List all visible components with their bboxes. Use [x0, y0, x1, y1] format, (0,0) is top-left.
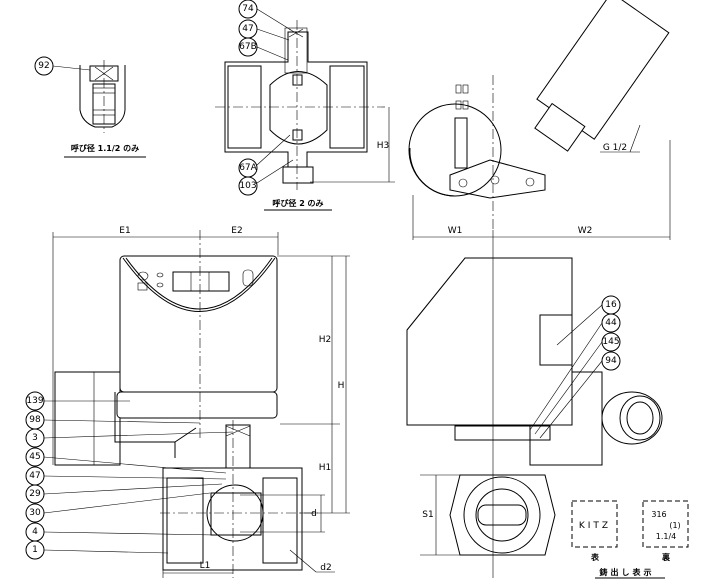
svg-text:103: 103 — [239, 181, 256, 191]
dimension-e1: E1 — [119, 226, 130, 236]
callout-44: 44 — [601, 313, 621, 333]
svg-text:1: 1 — [32, 545, 38, 555]
dimension-h3: H3 — [377, 141, 390, 151]
svg-text:3: 3 — [32, 433, 38, 443]
casting-front-text: KITZ — [579, 521, 611, 531]
svg-text:139: 139 — [26, 396, 43, 406]
casting-marks: KITZ 表 316 (1) 1.1/4 裏 鋳出し表示 — [571, 500, 689, 579]
detail-view-2: 74 47 67B 67A 103 H3 呼び径 2 のみ — [215, 0, 395, 211]
svg-text:92: 92 — [38, 61, 49, 71]
svg-text:29: 29 — [29, 489, 41, 499]
dimension-s1: S1 — [422, 510, 433, 520]
detail-caption: 呼び径 1.1/2 のみ — [71, 143, 139, 153]
svg-text:4: 4 — [32, 527, 38, 537]
svg-text:47: 47 — [242, 24, 253, 34]
callout-29: 29 — [25, 484, 45, 504]
casting-back-label: 裏 — [661, 552, 671, 562]
dimension-w1: W1 — [448, 226, 463, 236]
dimension-l1: L1 — [200, 561, 211, 571]
dimension-h: H — [338, 381, 345, 391]
top-view: W1 W2 G 1/2 — [408, 0, 671, 240]
svg-text:16: 16 — [605, 300, 617, 310]
callout-47: 47 — [25, 466, 45, 486]
casting-back-line-1: 316 — [651, 510, 666, 519]
callout-45: 45 — [25, 447, 45, 467]
svg-text:74: 74 — [242, 4, 254, 14]
callout-16: 16 — [601, 295, 621, 315]
thread-label-g-1-2: G 1/2 — [603, 143, 627, 153]
callout-92: 92 — [34, 56, 54, 76]
callout-30: 30 — [25, 503, 45, 523]
svg-text:47: 47 — [29, 471, 40, 481]
svg-text:30: 30 — [29, 508, 41, 518]
svg-text:45: 45 — [29, 452, 40, 462]
casting-front-label: 表 — [590, 552, 600, 562]
detail-caption: 呼び径 2 のみ — [272, 198, 323, 208]
svg-text:94: 94 — [605, 356, 617, 366]
callout-74: 74 — [238, 0, 258, 19]
callout-1: 1 — [25, 540, 45, 560]
side-view: S1 16 44 145 94 — [406, 230, 663, 578]
svg-text:44: 44 — [605, 318, 617, 328]
detail-view-1-1-2: 92 呼び径 1.1/2 のみ — [34, 56, 146, 158]
svg-text:67A: 67A — [239, 163, 257, 173]
callout-103: 103 — [238, 176, 258, 196]
dimension-h1: H1 — [319, 463, 332, 473]
dimension-d: d — [311, 509, 317, 519]
callout-139: 139 — [25, 391, 45, 411]
casting-back-line-2: (1) — [669, 521, 680, 530]
svg-text:98: 98 — [29, 415, 41, 425]
dimension-h2: H2 — [319, 335, 332, 345]
callout-47: 47 — [238, 19, 258, 39]
callout-3: 3 — [25, 428, 45, 448]
dimension-e2: E2 — [231, 226, 242, 236]
callout-67b: 67B — [238, 37, 258, 57]
callout-94: 94 — [601, 351, 621, 371]
front-view: E1 E2 H2 H H1 d — [25, 226, 350, 578]
callout-145: 145 — [601, 332, 621, 352]
callout-98: 98 — [25, 410, 45, 430]
casting-caption: 鋳出し表示 — [600, 567, 655, 577]
dimension-w2: W2 — [578, 226, 593, 236]
callout-67a: 67A — [238, 158, 258, 178]
svg-text:67B: 67B — [239, 42, 257, 52]
callout-4: 4 — [25, 522, 45, 542]
svg-text:145: 145 — [602, 337, 619, 347]
dimension-d2: d2 — [320, 563, 331, 573]
casting-back-line-3: 1.1/4 — [656, 532, 677, 541]
